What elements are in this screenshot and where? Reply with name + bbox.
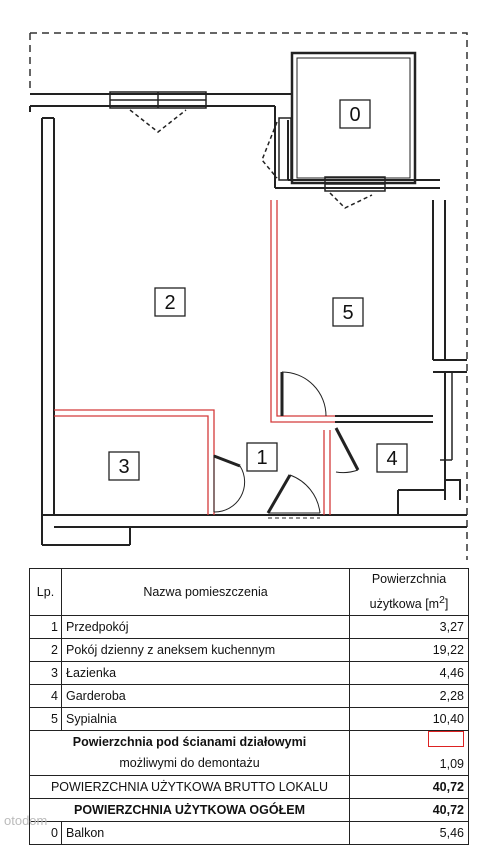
balcony-row: 0 Balkon 5,46: [29, 821, 469, 845]
svg-text:2: 2: [164, 292, 175, 314]
walls-row: Powierzchnia pod ścianami działowymi moż…: [29, 730, 469, 777]
row-name: Przedpokój: [61, 615, 350, 640]
outer-walls: [29, 93, 467, 546]
row-name: Łazienka: [61, 661, 350, 686]
table-row: 1 Przedpokój 3,27: [29, 615, 469, 640]
row-area: 19,22: [349, 638, 469, 663]
svg-text:1: 1: [256, 447, 267, 469]
row-area: 10,40: [349, 707, 469, 732]
total-area: 40,72: [349, 798, 469, 823]
walls-label-line1: Powierzchnia pod ścianami działowymi: [72, 735, 307, 750]
header-name: Nazwa pomieszczenia: [61, 567, 350, 617]
svg-text:3: 3: [118, 456, 129, 478]
window-top: [109, 91, 207, 133]
balcony-name: Balkon: [61, 821, 350, 845]
header-area-line2: użytkowa [m2]: [369, 595, 449, 612]
balcony-area: 5,46: [349, 821, 469, 845]
row-area: 2,28: [349, 684, 469, 709]
balcony-door: [261, 117, 292, 181]
brutto-label: POWIERZCHNIA UŻYTKOWA BRUTTO LOKALU: [29, 775, 350, 800]
table-row: 2 Pokój dzienny z aneksem kuchennym 19,2…: [29, 638, 469, 663]
walls-label-line2: możliwymi do demontażu: [119, 756, 260, 771]
door-entrance: [266, 474, 321, 519]
walls-area: 1,09: [349, 730, 469, 777]
table-row: 4 Garderoba 2,28: [29, 684, 469, 709]
floor-plan: 2 0 5 3 1 4: [29, 32, 468, 560]
table-row: 3 Łazienka 4,46: [29, 661, 469, 686]
door-bathroom: [213, 454, 246, 513]
room-label-3: 3: [108, 451, 140, 481]
red-marker-box: [428, 731, 464, 748]
door-wardrobe: [334, 427, 360, 474]
row-name: Garderoba: [61, 684, 350, 709]
row-lp: 4: [29, 684, 62, 709]
row-lp: 3: [29, 661, 62, 686]
header-area-line1: Powierzchnia: [371, 572, 447, 586]
room-label-0: 0: [339, 99, 371, 129]
room-label-1: 1: [246, 442, 278, 472]
total-row: POWIERZCHNIA UŻYTKOWA OGÓŁEM 40,72: [29, 798, 469, 823]
interior-walls: [53, 415, 461, 515]
walls-label: Powierzchnia pod ścianami działowymi moż…: [29, 730, 350, 777]
watermark: otodom: [4, 813, 48, 828]
header-lp: Lp.: [29, 567, 62, 617]
room-label-5: 5: [332, 297, 364, 327]
row-lp: 5: [29, 707, 62, 732]
row-area: 3,27: [349, 615, 469, 640]
walls-area-value: 1,09: [439, 757, 464, 772]
room-area-table: Lp. Nazwa pomieszczenia Powierzchnia uży…: [29, 567, 469, 845]
room-label-2: 2: [154, 287, 186, 317]
svg-text:0: 0: [349, 104, 360, 126]
right-niche: [440, 372, 453, 461]
row-lp: 2: [29, 638, 62, 663]
header-area: Powierzchnia użytkowa [m2]: [349, 567, 469, 617]
door-bedroom: [280, 371, 327, 417]
svg-text:4: 4: [386, 448, 397, 470]
row-lp: 1: [29, 615, 62, 640]
row-name: Pokój dzienny z aneksem kuchennym: [61, 638, 350, 663]
walls-area-marker: [354, 731, 464, 754]
removable-partitions: [54, 200, 335, 515]
room-label-4: 4: [376, 443, 408, 473]
brutto-row: POWIERZCHNIA UŻYTKOWA BRUTTO LOKALU 40,7…: [29, 775, 469, 800]
window-balcony: [324, 176, 386, 209]
table-row: 5 Sypialnia 10,40: [29, 707, 469, 732]
row-area: 4,46: [349, 661, 469, 686]
svg-text:5: 5: [342, 302, 353, 324]
boundary-dashed-line: [29, 32, 468, 560]
row-name: Sypialnia: [61, 707, 350, 732]
balcony: [290, 51, 417, 185]
brutto-area: 40,72: [349, 775, 469, 800]
table-header: Lp. Nazwa pomieszczenia Powierzchnia uży…: [29, 567, 469, 617]
total-label: POWIERZCHNIA UŻYTKOWA OGÓŁEM: [29, 798, 350, 823]
